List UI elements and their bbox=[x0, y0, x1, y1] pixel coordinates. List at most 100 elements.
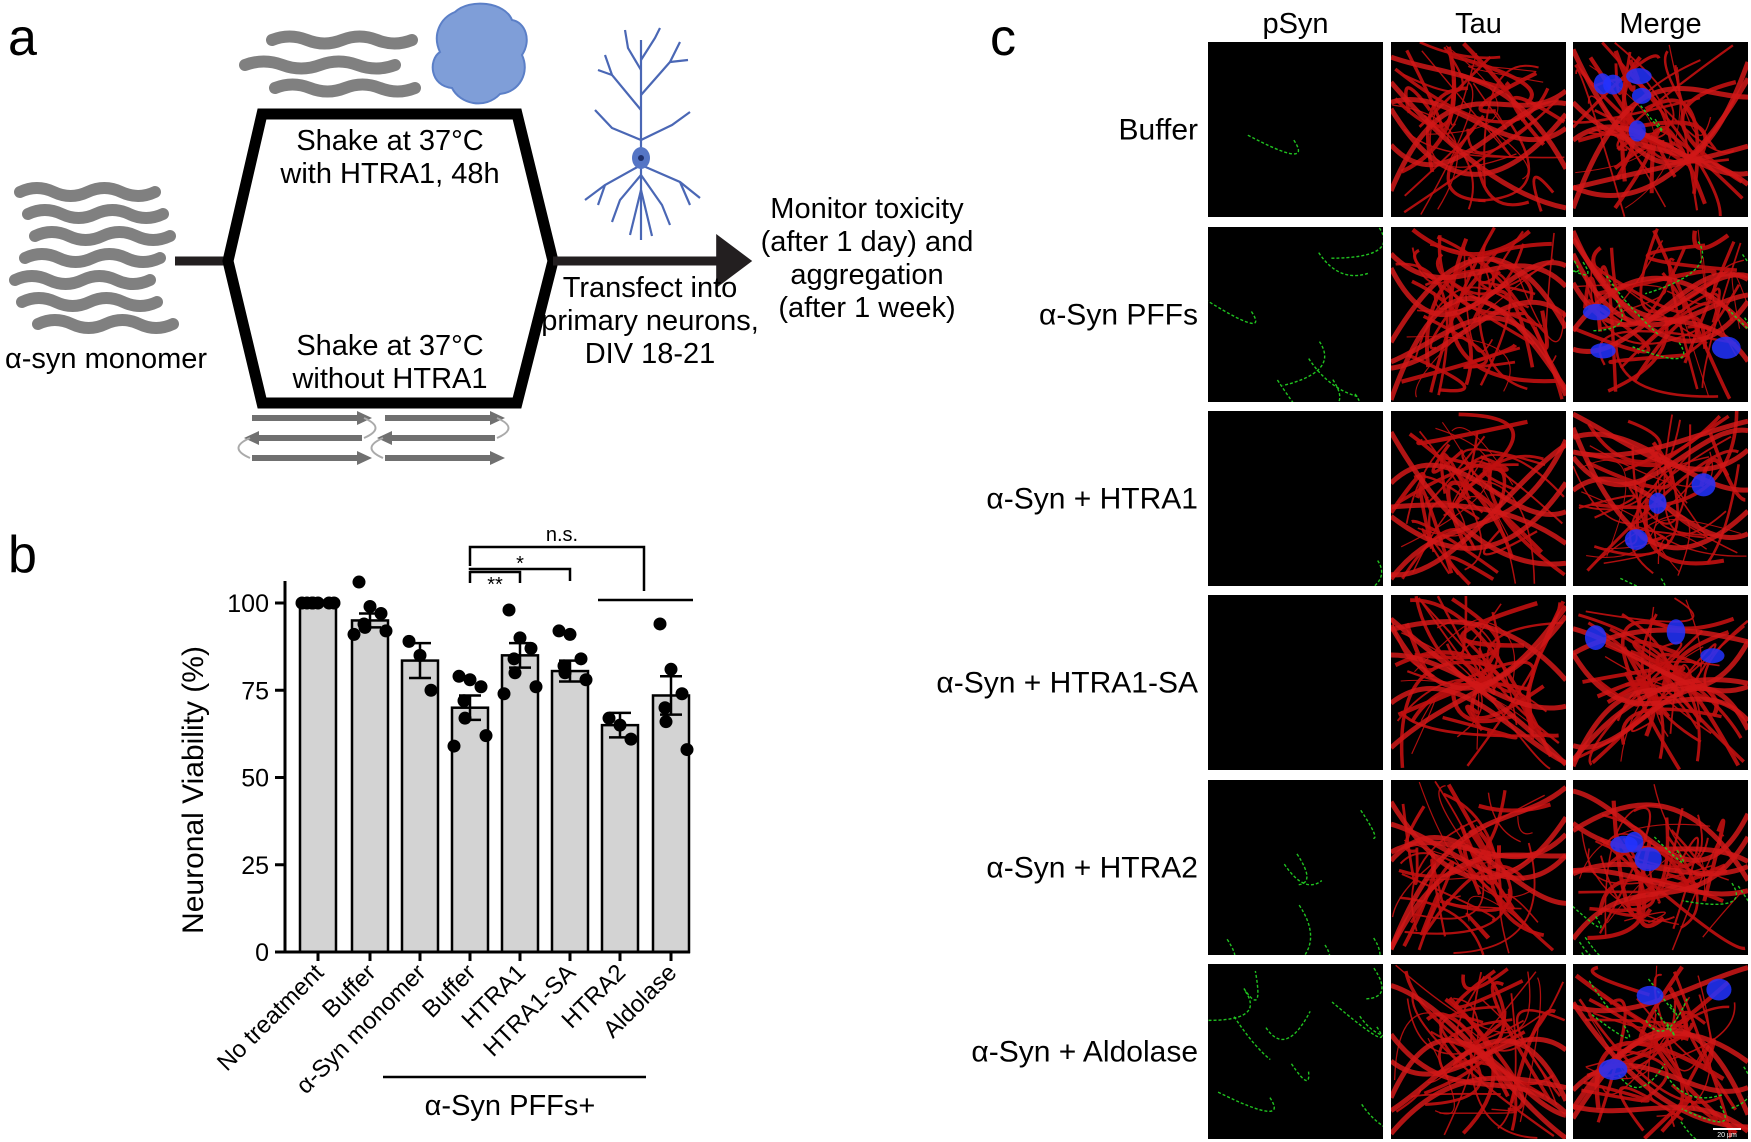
tau-bundle bbox=[1391, 260, 1566, 317]
beta-strand-arrow-icon bbox=[244, 431, 259, 445]
tau-fiber bbox=[1497, 993, 1517, 1130]
tau-fiber bbox=[1574, 298, 1651, 354]
row-label-3: α-Syn + HTRA1-SA bbox=[936, 667, 1198, 700]
tau-bundle bbox=[1573, 124, 1748, 177]
loop-icon bbox=[370, 437, 384, 459]
nucleus bbox=[1691, 473, 1716, 497]
sig-label-2: n.s. bbox=[546, 524, 578, 546]
tile-content bbox=[1391, 780, 1566, 955]
tau-fiber bbox=[1615, 340, 1719, 398]
psyn-aggregate bbox=[1296, 853, 1308, 886]
tau-fiber bbox=[1519, 977, 1542, 1123]
tau-fiber bbox=[1401, 528, 1477, 580]
column-header-2: Merge bbox=[1619, 8, 1701, 40]
nucleus bbox=[1624, 529, 1648, 550]
tau-fiber bbox=[1667, 257, 1699, 390]
tau-fiber bbox=[1466, 97, 1560, 155]
tau-fiber bbox=[1445, 895, 1522, 910]
tau-bundle bbox=[1573, 965, 1748, 1014]
psyn-aggregate bbox=[1208, 991, 1252, 1022]
tau-fiber bbox=[1644, 98, 1700, 195]
monomer-squiggles bbox=[9, 182, 179, 334]
nucleus bbox=[1626, 68, 1652, 85]
bar-0 bbox=[298, 601, 338, 954]
psyn-aggregate bbox=[1364, 967, 1383, 1000]
panel-c-letter: c bbox=[990, 9, 1016, 67]
data-point bbox=[458, 711, 472, 725]
psyn-aggregate bbox=[1654, 1009, 1676, 1037]
tau-fiber bbox=[1492, 230, 1555, 290]
data-point bbox=[463, 673, 477, 687]
tau-bundle bbox=[1391, 1075, 1566, 1136]
monomer-label: α-syn monomer bbox=[5, 343, 207, 375]
psyn-aggregate bbox=[1290, 1063, 1310, 1082]
monomer-icon bbox=[19, 248, 166, 268]
tau-fiber bbox=[1706, 464, 1740, 564]
tau-fiber bbox=[1453, 969, 1524, 1010]
tau-bundle bbox=[1391, 430, 1566, 567]
psyn-aggregate bbox=[1361, 1103, 1383, 1127]
tau-fiber bbox=[1499, 893, 1539, 954]
tau-fiber bbox=[1573, 96, 1701, 124]
tau-fiber bbox=[1458, 412, 1516, 492]
data-point bbox=[624, 732, 638, 746]
transfect-line3: DIV 18-21 bbox=[585, 338, 716, 370]
tau-fiber bbox=[1668, 44, 1712, 136]
tau-fiber bbox=[1418, 781, 1535, 898]
psyn-aggregate bbox=[1681, 1105, 1726, 1123]
monomer-icon bbox=[32, 314, 179, 334]
fragment-icon bbox=[269, 78, 421, 98]
psyn-aggregate bbox=[1354, 393, 1361, 402]
tau-fiber bbox=[1415, 264, 1545, 398]
tau-bundle bbox=[1391, 1032, 1566, 1115]
fragment-icon bbox=[239, 55, 401, 75]
data-point bbox=[613, 718, 627, 732]
tau-fiber bbox=[1578, 613, 1701, 762]
sig-bracket-2 bbox=[468, 545, 646, 591]
column-header-1: Tau bbox=[1455, 8, 1502, 40]
tau-bundle bbox=[1391, 80, 1566, 211]
tau-fiber bbox=[1590, 965, 1650, 997]
tile-content bbox=[1247, 134, 1300, 155]
tau-fiber bbox=[1613, 145, 1652, 210]
psyn-aggregate bbox=[1331, 1001, 1383, 1038]
nucleus bbox=[1590, 343, 1616, 359]
micrograph-tile bbox=[1208, 964, 1383, 1139]
psyn-aggregate bbox=[1233, 1016, 1271, 1061]
y-tick-label-0: 0 bbox=[255, 939, 269, 967]
micrograph-tile bbox=[1208, 411, 1383, 586]
tau-bundle bbox=[1391, 785, 1566, 951]
data-point bbox=[352, 575, 366, 589]
data-point bbox=[479, 729, 493, 743]
tau-fiber bbox=[1410, 598, 1553, 758]
data-point bbox=[347, 627, 361, 641]
bar-7 bbox=[651, 694, 691, 954]
tau-fiber bbox=[1482, 528, 1538, 556]
monomer-icon bbox=[29, 226, 176, 246]
tau-bundle bbox=[1391, 1038, 1566, 1113]
tau-fiber bbox=[1411, 697, 1437, 755]
data-point bbox=[497, 687, 511, 701]
tau-fiber bbox=[1648, 606, 1669, 737]
monitor-line1: Monitor toxicity bbox=[770, 193, 964, 225]
tau-fiber bbox=[1466, 895, 1542, 938]
tau-fiber bbox=[1653, 519, 1741, 573]
tile-content bbox=[1208, 967, 1383, 1127]
nucleus bbox=[1584, 625, 1607, 650]
data-point bbox=[664, 662, 678, 676]
tau-bundle bbox=[1391, 652, 1566, 711]
beta-strand-arrow-icon bbox=[377, 431, 392, 445]
tau-bundle bbox=[1573, 640, 1748, 768]
tau-bundle bbox=[1573, 867, 1748, 897]
tile-content bbox=[1373, 560, 1383, 586]
micrograph-tile bbox=[1208, 42, 1383, 217]
data-point bbox=[424, 683, 438, 697]
tau-fiber bbox=[1399, 710, 1547, 738]
tau-fiber bbox=[1708, 432, 1746, 502]
psyn-aggregate bbox=[1330, 227, 1383, 259]
psyn-aggregate bbox=[1360, 809, 1376, 839]
tau-bundle bbox=[1573, 427, 1748, 488]
tau-bundle bbox=[1573, 1104, 1748, 1134]
tau-fiber bbox=[1403, 118, 1537, 214]
